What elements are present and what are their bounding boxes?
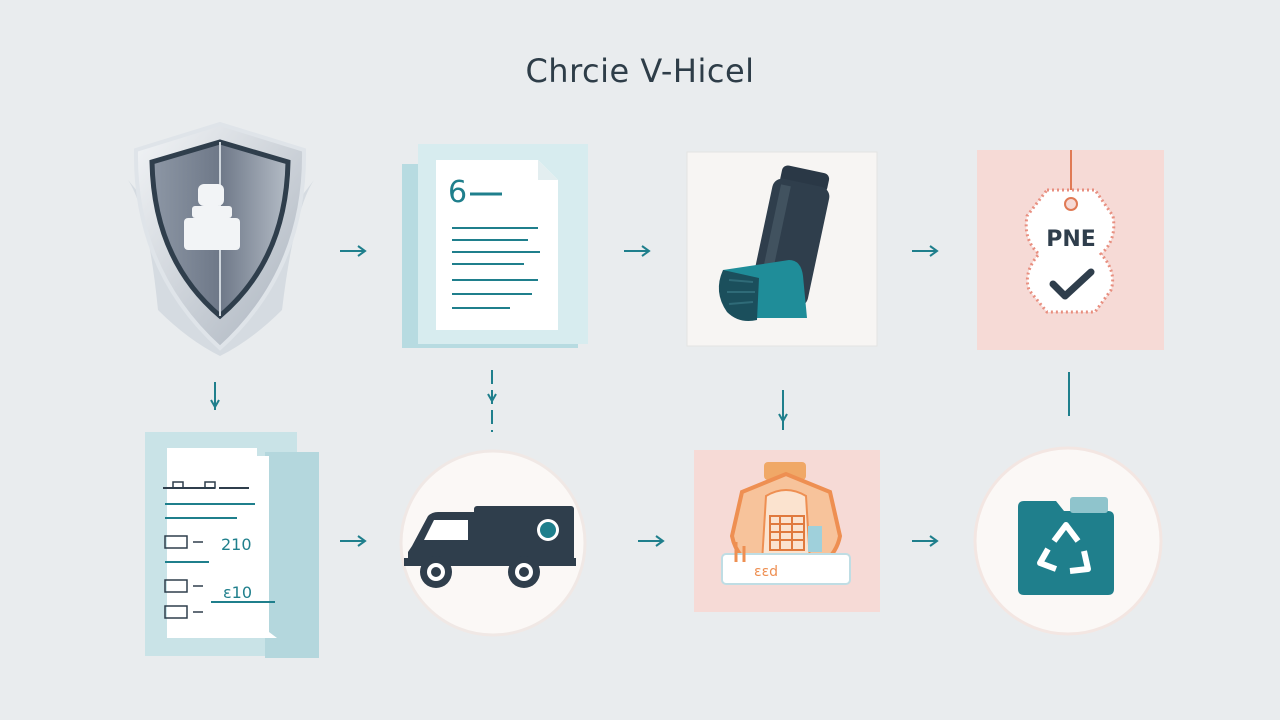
diagram-title: Chrcie V-Hicel	[525, 52, 755, 90]
arrow-right-5	[636, 534, 666, 548]
tag-node: PNE	[977, 150, 1164, 350]
shield-icon	[128, 121, 314, 356]
report-icon: 210 ɛ10	[145, 432, 319, 658]
arrow-right-2	[622, 244, 652, 258]
package-node: ɛɛd	[694, 450, 880, 612]
price-tag-icon: PNE	[977, 150, 1164, 350]
arrow-right-1	[338, 244, 368, 258]
document-glyph: 6	[448, 175, 467, 210]
inhaler-icon	[686, 151, 878, 347]
report-value-1: 210	[221, 535, 252, 554]
shield-node	[118, 120, 328, 360]
connector-down-2	[485, 368, 499, 434]
arrow-right-4	[338, 534, 368, 548]
recycle-node	[972, 445, 1164, 637]
report-node: 210 ɛ10	[145, 432, 321, 658]
inhaler-node	[686, 151, 878, 347]
pharmacy-package-icon: ɛɛd	[694, 450, 880, 612]
tag-text: PNE	[1046, 227, 1096, 252]
document-icon: 6	[402, 144, 588, 348]
delivery-truck-icon	[399, 449, 587, 637]
truck-node	[398, 448, 588, 638]
arrow-right-6	[910, 534, 940, 548]
report-value-2: ɛ10	[223, 583, 252, 602]
connector-down-1	[208, 380, 222, 414]
connector-up-4	[1062, 370, 1076, 420]
package-text: ɛɛd	[754, 564, 778, 580]
document-node: 6	[398, 140, 593, 352]
recycle-folder-icon	[973, 446, 1163, 636]
connector-down-3	[776, 388, 790, 432]
arrow-right-3	[910, 244, 940, 258]
